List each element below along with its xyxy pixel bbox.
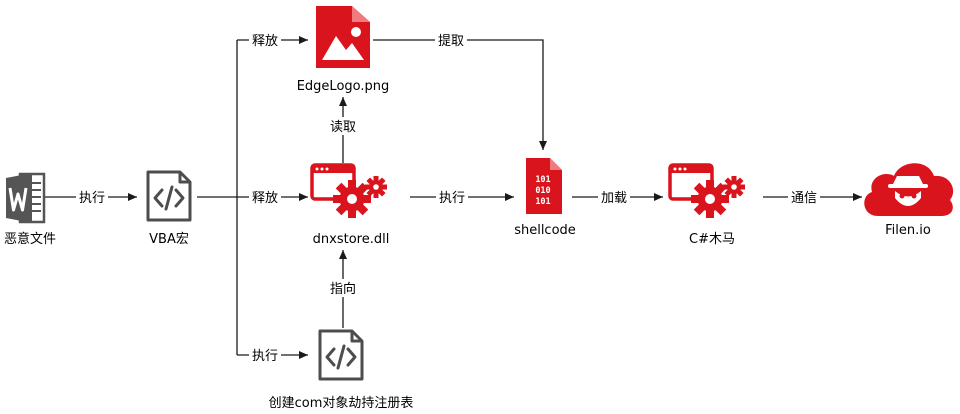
node-vba-macro: VBA宏 xyxy=(146,170,192,247)
node-dnxstore-dll: dnxstore.dll xyxy=(312,165,389,247)
edge-label-vba-png: 释放 xyxy=(252,34,278,49)
app-gears-icon xyxy=(312,165,387,218)
edge-label-vba-dll: 释放 xyxy=(252,191,278,206)
node-label-dnxstore-dll: dnxstore.dll xyxy=(313,232,390,247)
node-filen-io: Filen.io xyxy=(864,163,954,238)
node-label-edge-logo-png: EdgeLogo.png xyxy=(297,79,390,94)
edge-label-word-vba: 执行 xyxy=(79,191,105,206)
binary-line-1: 101 xyxy=(535,175,550,185)
app-gears-icon xyxy=(670,165,745,218)
node-label-shellcode: shellcode xyxy=(514,223,576,238)
node-edge-logo-png: EdgeLogo.png xyxy=(297,6,390,94)
node-csharp-trojan: C#木马 xyxy=(670,165,745,247)
edge-png-shellcode xyxy=(373,39,547,150)
cloud-hacker-icon xyxy=(864,163,954,216)
binary-line-2: 010 xyxy=(535,186,550,196)
image-file-icon xyxy=(316,6,370,68)
node-label-csharp-trojan: C#木马 xyxy=(689,232,735,247)
node-label-vba-macro: VBA宏 xyxy=(149,232,189,247)
edge-label-reg-dll: 指向 xyxy=(330,281,356,297)
node-label-malicious-file: 恶意文件 xyxy=(4,231,56,247)
node-label-filen-io: Filen.io xyxy=(885,223,931,238)
binary-line-3: 101 xyxy=(535,197,550,207)
binary-file-icon: 101 010 101 xyxy=(526,158,562,214)
node-malicious-file: 恶意文件 xyxy=(4,172,56,247)
edge-label-png-shellcode: 提取 xyxy=(438,33,464,49)
edge-label-dll-shellcode: 执行 xyxy=(439,191,465,206)
word-document-icon xyxy=(6,172,46,224)
code-file-icon xyxy=(146,170,192,222)
edge-label-dll-png: 读取 xyxy=(330,120,356,135)
node-shellcode: 101 010 101 shellcode xyxy=(514,158,576,238)
node-com-hijack-registry: 创建com对象劫持注册表 xyxy=(269,329,414,411)
edge-label-shellcode-trojan: 加载 xyxy=(601,191,627,206)
node-label-com-hijack-registry: 创建com对象劫持注册表 xyxy=(269,396,414,411)
code-file-icon xyxy=(318,329,364,381)
edge-label-vba-reg: 执行 xyxy=(252,349,278,364)
edge-labels: 执行 释放 释放 执行 读取 指向 提取 执行 加载 通信 xyxy=(76,31,820,364)
edge-label-trojan-c2: 通信 xyxy=(791,191,817,206)
